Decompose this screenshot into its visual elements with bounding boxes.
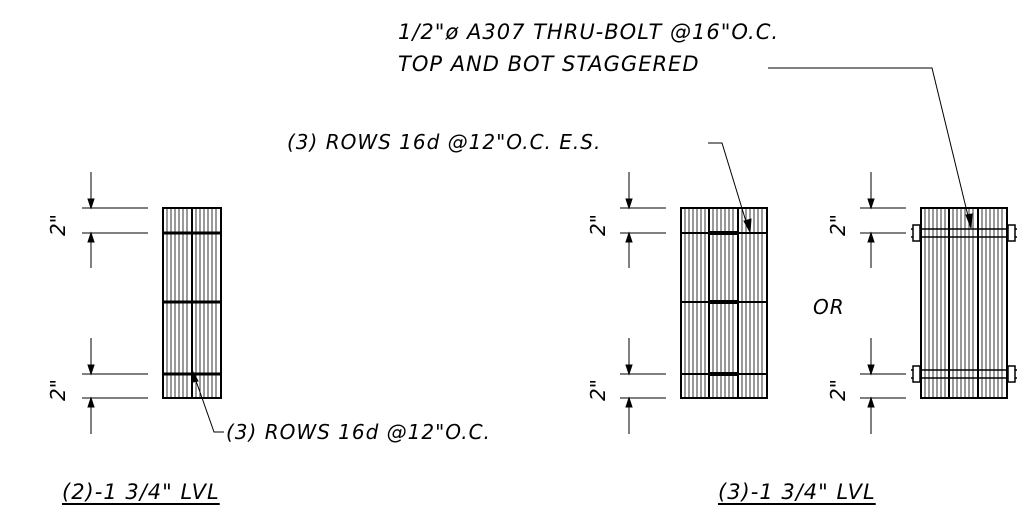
right-dimension-bottom xyxy=(860,338,906,434)
left-dim-bottom-label: 2" xyxy=(46,379,70,401)
bolt-callout-line2: TOP AND BOT STAGGERED xyxy=(398,52,700,76)
right-grain-lines xyxy=(924,208,1003,398)
nail-callout-each-side: (3) ROWS 16d @12"O.C. E.S. xyxy=(287,130,602,154)
bolt-leader xyxy=(768,67,973,229)
nail-callout: (3) ROWS 16d @12"O.C. xyxy=(226,420,491,444)
left-dim-top-label: 2" xyxy=(46,214,70,236)
bottom-thru-bolt xyxy=(911,365,1017,383)
left-beam-title: (2)-1 3/4" LVL xyxy=(62,480,220,504)
right-dimension-top xyxy=(860,172,906,268)
right-dim-bottom-label: 2" xyxy=(826,379,850,401)
middle-dimension-top xyxy=(620,172,666,268)
bolt-callout-line1: 1/2"ø A307 THRU-BOLT @16"O.C. xyxy=(398,20,780,44)
top-thru-bolt xyxy=(911,224,1017,242)
left-nail-leader xyxy=(192,370,224,433)
middle-nail-leader xyxy=(708,142,752,234)
middle-beam xyxy=(680,207,768,399)
right-beam-outline xyxy=(920,207,1008,399)
middle-dim-bottom-label: 2" xyxy=(586,379,610,401)
middle-dim-top-label: 2" xyxy=(586,214,610,236)
left-beam xyxy=(162,207,222,399)
right-beam-title: (3)-1 3/4" LVL xyxy=(718,480,876,504)
right-dim-top-label: 2" xyxy=(826,214,850,236)
middle-dimension-bottom xyxy=(620,338,666,434)
left-dimension-bottom xyxy=(82,338,148,434)
left-dimension-top xyxy=(82,172,148,268)
right-beam xyxy=(911,207,1017,399)
or-label: OR xyxy=(813,295,845,319)
middle-nail-heads xyxy=(710,231,737,376)
left-nail-rows xyxy=(163,231,221,376)
